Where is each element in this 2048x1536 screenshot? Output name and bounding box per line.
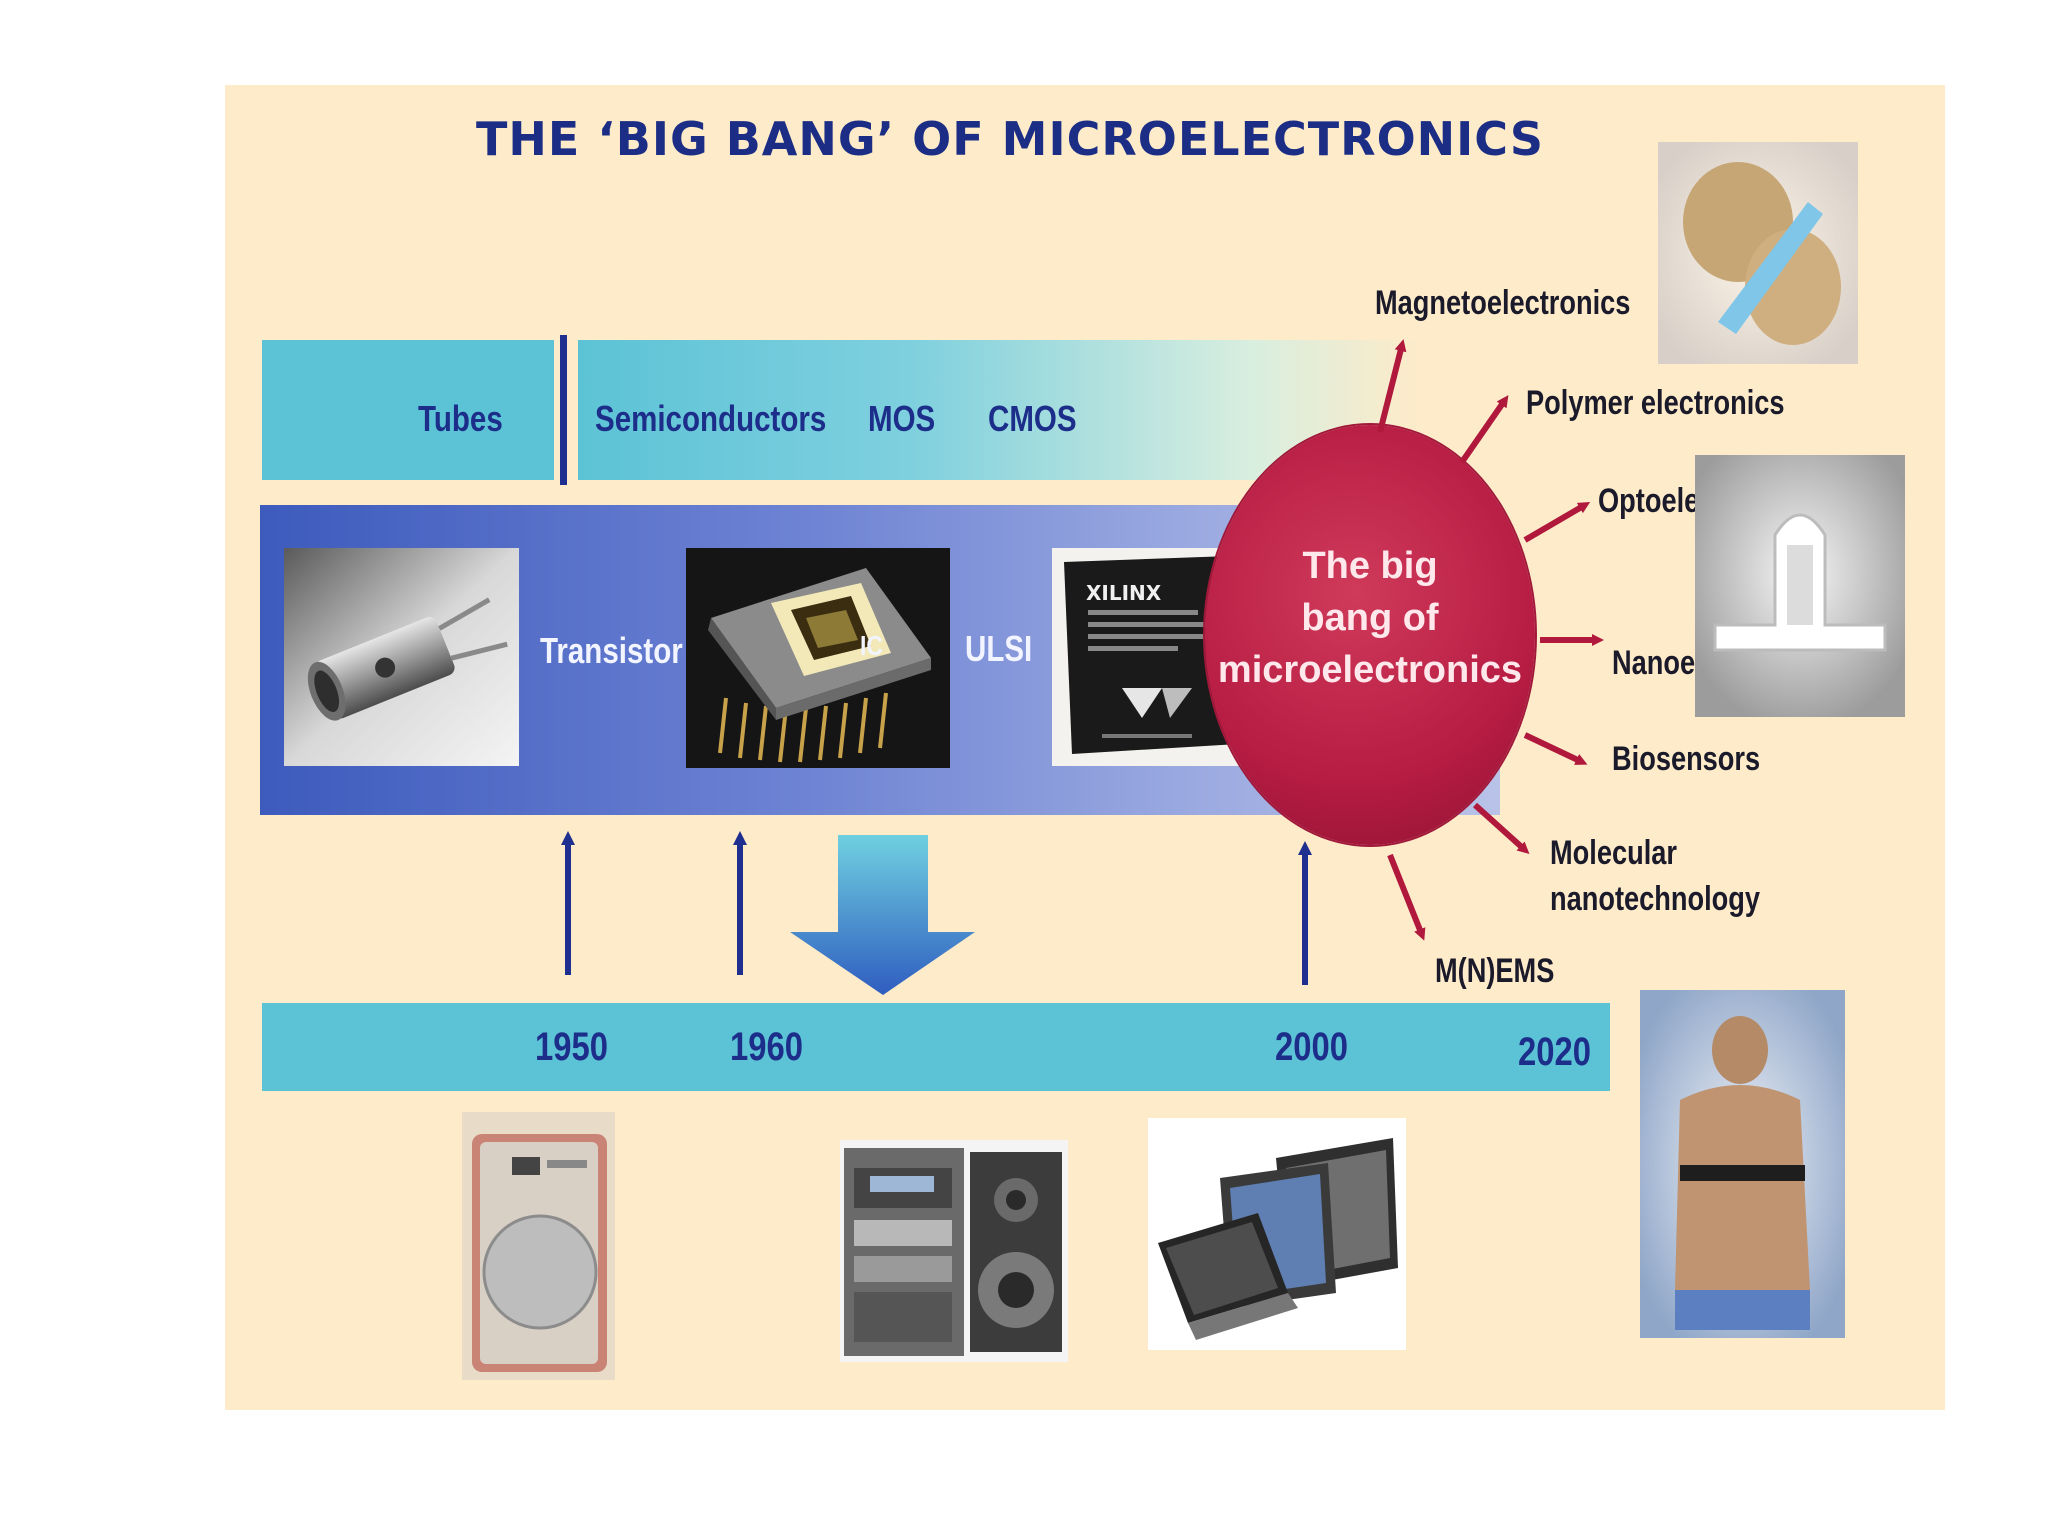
down-arrow [790,835,975,995]
arrow-to-mnems [1387,853,1426,941]
laptops-image [1148,1118,1406,1350]
outcome-biosensors: Biosensors [1612,740,1761,778]
arrow-to-polymer-electronics [1459,395,1509,464]
arrow-to-magnetoelectronics [1377,339,1407,433]
transistor-label: Transistor [540,630,683,671]
band-divider [560,335,567,485]
arrow-to-optoelectronics [1523,501,1591,543]
stereo-system-image [840,1140,1068,1362]
cmos-label: CMOS [988,398,1077,439]
xilinx-brand-text: XILINX [1086,581,1162,605]
outcome-magnetoelectronics: Magnetoelectronics [1375,284,1631,322]
big-bang-line-3: microelectronics [1217,649,1523,691]
year-2000: 2000 [1275,1025,1348,1069]
tubes-label: Tubes [418,398,503,439]
transistor-radio-image [462,1112,615,1380]
outcome-polymer-electronics: Polymer electronics [1526,384,1785,422]
outcome-molecular: Molecular [1550,834,1677,872]
mos-label: MOS [868,398,936,439]
outcome-nanotechnology: nanotechnology [1550,880,1761,918]
wearable-sensor-image [1640,990,1845,1338]
semiconductors-band [578,340,1418,480]
ic-chip-photo [686,548,950,768]
ulsi-label: ULSI [965,628,1033,669]
ic-label: IC [860,630,883,661]
big-bang-line-2: bang of [1301,597,1439,639]
big-bang-text: The big bang of microelectronics [1215,540,1525,696]
timeline-bar [262,1003,1610,1091]
big-bang-circle [1205,425,1535,845]
diagram-title: THE ‘BIG BANG’ OF MICROELECTRONICS [476,112,1545,166]
optoelectronics-image [1695,455,1905,717]
arrow-to-biosensors [1523,732,1588,765]
year-1960: 1960 [730,1025,803,1069]
year-2020: 2020 [1518,1030,1591,1074]
year-1950: 1950 [535,1025,608,1069]
outcome-mnems: M(N)EMS [1435,952,1555,990]
tubes-band [262,340,554,480]
magnetoelectronics-image [1658,142,1858,364]
big-bang-line-1: The big [1302,545,1438,587]
vacuum-tube-photo [284,548,519,766]
arrow-to-molecular-nanotechnology [1472,802,1530,855]
semiconductors-label: Semiconductors [595,398,827,439]
